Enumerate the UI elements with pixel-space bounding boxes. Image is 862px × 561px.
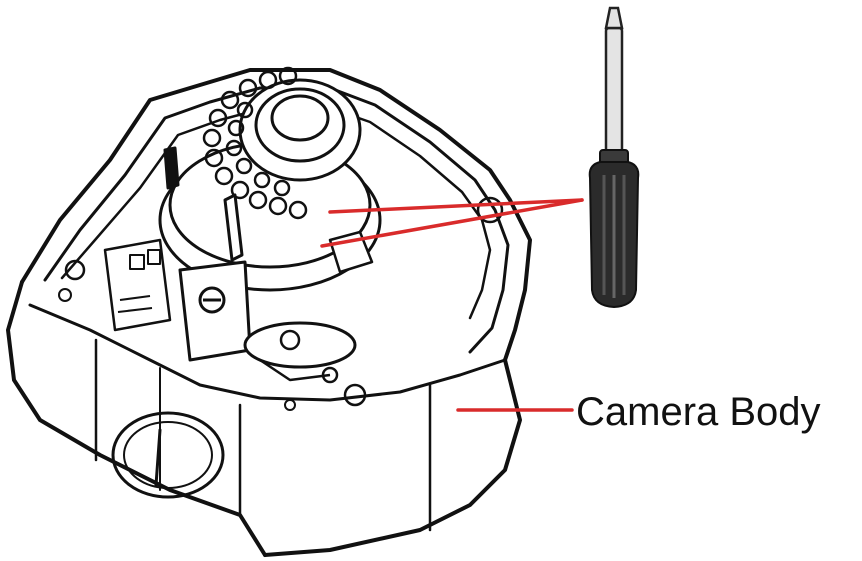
screw-pointer-upper <box>328 198 584 214</box>
camera-body <box>6 68 532 557</box>
camera-dome-module <box>103 66 382 382</box>
leader-lines <box>320 198 584 412</box>
camera-body-label: Camera Body <box>576 390 821 434</box>
screw-pointer-lower <box>320 198 584 248</box>
screwdriver-icon <box>588 6 640 309</box>
